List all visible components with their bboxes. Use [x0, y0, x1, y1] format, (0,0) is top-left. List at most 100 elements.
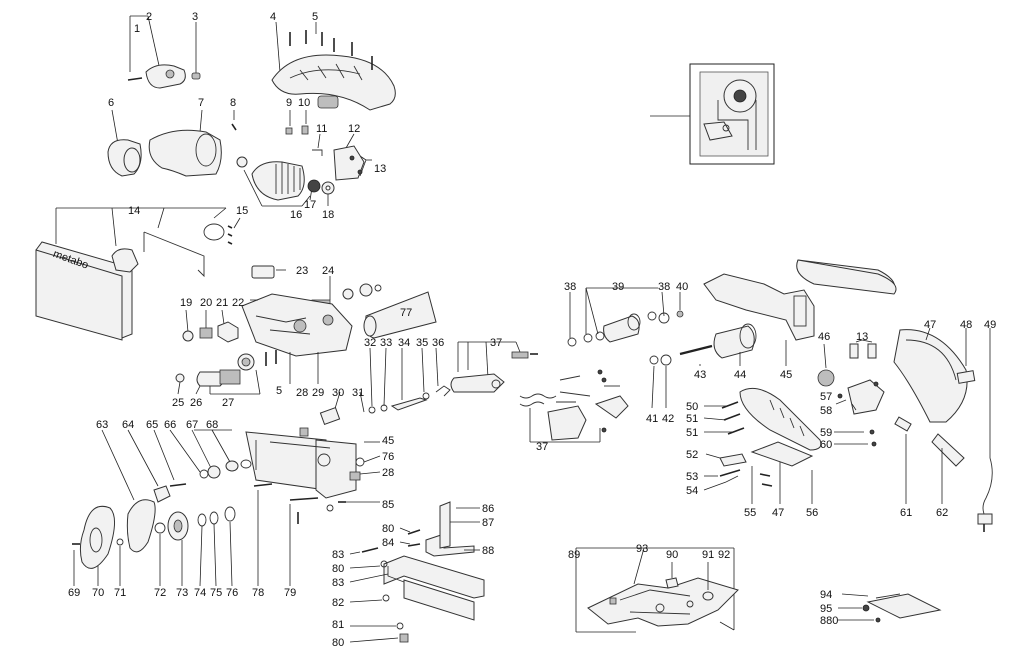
motor-parts-6-8 — [107, 109, 237, 177]
callout-39: 39 — [612, 281, 624, 293]
callout-13b: 13 — [856, 331, 868, 343]
callout-11: 11 — [316, 123, 327, 135]
callout-57: 57 — [820, 391, 832, 403]
callout-41: 41 — [646, 413, 658, 425]
callout-73: 73 — [176, 587, 188, 599]
callout-4: 4 — [270, 11, 276, 23]
callout-26: 26 — [190, 397, 202, 409]
callout-95: 880 — [820, 615, 838, 627]
callout-31: 31 — [352, 387, 364, 399]
callout-37b: 37 — [536, 441, 548, 453]
callout-93: 94 — [820, 589, 832, 601]
handle-47-56 — [703, 387, 822, 504]
callout-29: 29 — [312, 387, 324, 399]
callout-68: 68 — [206, 419, 218, 431]
callout-62: 62 — [936, 507, 948, 519]
callout-78: 79 — [284, 587, 296, 599]
callout-1: 1 — [134, 23, 140, 35]
callout-67: 67 — [186, 419, 198, 431]
callout-55: 55 — [744, 507, 756, 519]
callout-13: 13 — [374, 163, 386, 175]
guard-46-49 — [817, 327, 993, 532]
callout-42: 42 — [662, 413, 674, 425]
callout-60: 60 — [820, 439, 832, 451]
callout-23: 23 — [296, 265, 308, 277]
callout-7: 7 — [198, 97, 204, 109]
callout-72: 72 — [154, 587, 166, 599]
callout-32: 32 — [364, 337, 376, 349]
callout-56: 56 — [806, 507, 818, 519]
callout-5: 5 — [312, 11, 318, 23]
housing-cover-4 — [271, 21, 396, 111]
callout-64: 64 — [122, 419, 134, 431]
callout-51: 51 — [686, 413, 698, 425]
callout-36: 36 — [432, 337, 444, 349]
callout-92: 93 — [636, 543, 648, 555]
callout-19: 19 — [180, 297, 192, 309]
callout-47: 47 — [924, 319, 936, 331]
callout-79: 80 — [332, 637, 344, 649]
callout-89: 90 — [666, 549, 678, 561]
callout-2: 2 — [146, 11, 152, 23]
callout-94: 95 — [820, 603, 832, 615]
callout-69: 69 — [68, 587, 80, 599]
parts-38-42 — [567, 287, 684, 409]
callout-90: 91 — [702, 549, 714, 561]
parts-37-group — [519, 369, 629, 443]
callout-49: 49 — [984, 319, 996, 331]
callout-91: 92 — [718, 549, 730, 561]
callout-48: 48 — [960, 319, 972, 331]
callout-43: 43 — [694, 369, 706, 381]
callout-22: 22 — [232, 297, 244, 309]
base-plate-88-92 — [575, 547, 739, 633]
callout-21: 21 — [216, 297, 228, 309]
callout-28: 28 — [296, 387, 308, 399]
callout-5b: 5 — [276, 385, 282, 397]
plate-14-15: metabo — [35, 207, 241, 341]
armature-16-18 — [236, 156, 335, 207]
callout-54: 54 — [686, 485, 698, 497]
callout-10: 10 — [298, 97, 310, 109]
callout-45: 45 — [780, 369, 792, 381]
callout-33: 33 — [380, 337, 392, 349]
callout-17: 17 — [304, 199, 316, 211]
callout-3: 3 — [192, 11, 198, 23]
callout-30: 30 — [332, 387, 344, 399]
callout-50: 50 — [686, 401, 698, 413]
callout-88: 89 — [568, 549, 580, 561]
callout-77: 78 — [252, 587, 264, 599]
callout-35: 35 — [416, 337, 428, 349]
callout-34: 34 — [398, 337, 410, 349]
callout-76b: 76 — [382, 451, 394, 463]
callout-16: 16 — [290, 209, 302, 221]
callout-28b: 28 — [382, 467, 394, 479]
gear-housing-19-33 — [175, 265, 382, 395]
callout-15: 15 — [236, 205, 248, 217]
callout-51b: 51 — [686, 427, 698, 439]
detail-1001 — [650, 63, 775, 165]
callout-8: 8 — [230, 97, 236, 109]
callout-84: 85 — [382, 499, 394, 511]
callout-24: 24 — [322, 265, 334, 277]
callout-38b: 38 — [658, 281, 670, 293]
callout-58: 58 — [820, 405, 832, 417]
callout-37: 37 — [490, 337, 502, 349]
callout-labels: 1 2 3 4 5 6 7 8 9 10 11 12 13 13 14 15 1… — [68, 11, 996, 649]
callout-20: 20 — [200, 297, 212, 309]
callout-14: 14 — [128, 205, 140, 217]
callout-46: 46 — [818, 331, 830, 343]
callout-82: 83 — [332, 577, 344, 589]
callout-61: 61 — [900, 507, 912, 519]
parts-63-78 — [72, 429, 381, 587]
fence-79-87 — [349, 501, 485, 643]
parts-1-3 — [127, 15, 201, 89]
callout-83: 83 — [332, 549, 344, 561]
callout-27: 27 — [222, 397, 234, 409]
callout-66: 66 — [164, 419, 176, 431]
callout-70: 70 — [92, 587, 104, 599]
callout-65: 65 — [146, 419, 158, 431]
callout-80c: 81 — [332, 619, 344, 631]
parts-32-37 — [299, 341, 538, 437]
callout-85: 86 — [482, 503, 494, 515]
